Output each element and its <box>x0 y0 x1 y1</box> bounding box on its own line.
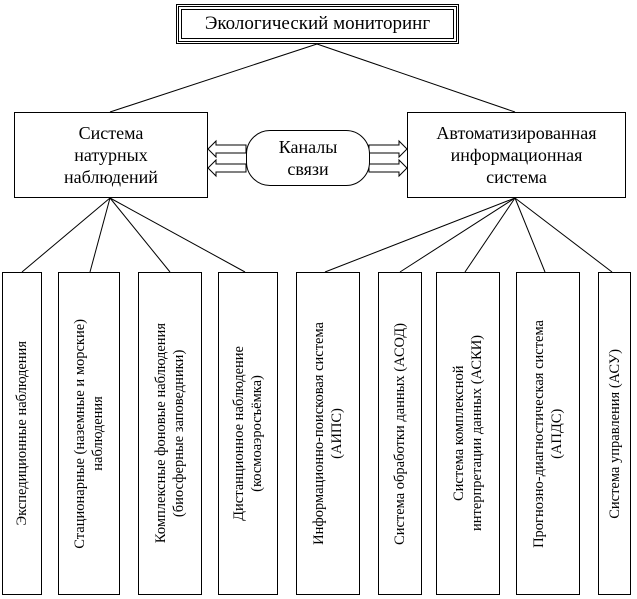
left-to-leaf-3-line <box>109 197 171 273</box>
left-to-leaf-2-line <box>89 197 111 273</box>
leaf-apds: Прогнозно-диагностическая система (АПДС) <box>516 272 580 595</box>
right-to-leaf-3-line <box>464 197 516 273</box>
right-to-leaf-4-line <box>514 197 546 273</box>
right-to-leaf-2-line <box>399 197 516 273</box>
leaf-background: Комплексные фоновые наблюдения (биосферн… <box>138 272 202 595</box>
channels-text: Каналы связи <box>278 137 338 179</box>
leaf-stationary-text: Стационарные (наземные и морские) наблюд… <box>72 318 106 549</box>
title-to-left-line <box>109 43 318 113</box>
right-to-leaf-1-line <box>324 197 516 273</box>
arrow-right-lower <box>368 158 408 178</box>
leaf-background-text: Комплексные фоновые наблюдения (биосферн… <box>153 323 187 544</box>
left-to-leaf-1-line <box>21 197 111 273</box>
leaf-apds-text: Прогнозно-диагностическая система (АПДС) <box>531 319 565 548</box>
leaf-asu: Система управления (АСУ) <box>598 272 631 595</box>
right-system-text: Автоматизированная информационная систем… <box>436 123 597 187</box>
leaf-asod-text: Система обработки данных (АСОД) <box>392 322 408 545</box>
right-system-box: Автоматизированная информационная систем… <box>407 112 626 198</box>
arrow-right-upper <box>368 139 408 159</box>
left-to-leaf-4-line <box>109 197 246 273</box>
arrow-left-lower <box>207 158 247 178</box>
leaf-aips-text: Информационно-поисковая система (АИПС) <box>311 322 345 545</box>
leaf-expedition: Экспедиционные наблюдения <box>2 272 42 595</box>
left-system-text: Система натурных наблюдений <box>64 123 158 187</box>
right-to-leaf-5-line <box>514 197 613 273</box>
leaf-aski-text: Система комплексной интерпретации данных… <box>451 335 485 532</box>
title-to-right-line <box>316 43 516 113</box>
leaf-expedition-text: Экспедиционные наблюдения <box>14 341 30 526</box>
arrow-left-upper <box>207 139 247 159</box>
title-box: Экологический мониторинг <box>176 4 459 44</box>
leaf-aski: Система комплексной интерпретации данных… <box>436 272 500 595</box>
leaf-remote-text: Дистанционное наблюдение (космоаэросъёмк… <box>231 346 265 521</box>
leaf-asod: Система обработки данных (АСОД) <box>378 272 422 595</box>
leaf-aips: Информационно-поисковая система (АИПС) <box>296 272 360 595</box>
leaf-stationary: Стационарные (наземные и морские) наблюд… <box>58 272 120 595</box>
leaf-asu-text: Система управления (АСУ) <box>606 348 623 519</box>
channels-box: Каналы связи <box>246 130 370 186</box>
leaf-remote: Дистанционное наблюдение (космоаэросъёмк… <box>218 272 278 595</box>
left-system-box: Система натурных наблюдений <box>14 112 208 198</box>
title-text: Экологический мониторинг <box>204 13 431 34</box>
